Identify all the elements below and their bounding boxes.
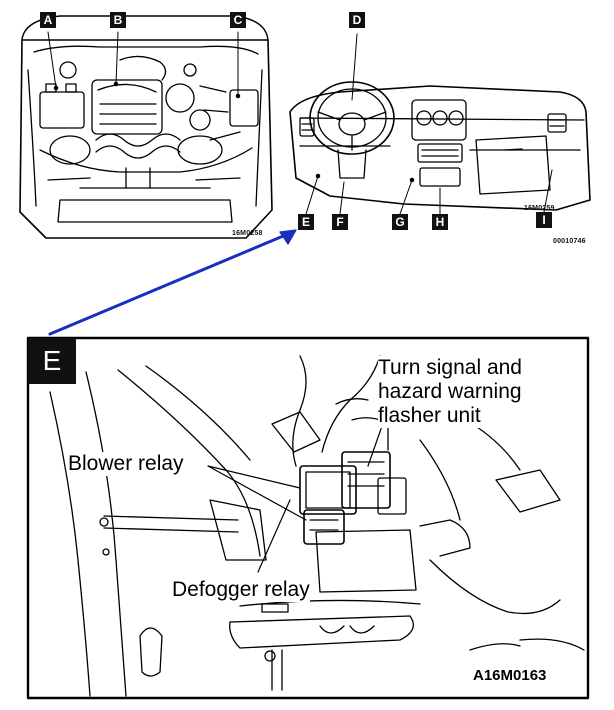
overview-figure-code: 00010746 bbox=[553, 238, 586, 245]
location-label-c: C bbox=[230, 12, 246, 28]
detail-label-e: E bbox=[28, 338, 76, 384]
blower-relay-callout: Blower relay bbox=[68, 452, 184, 476]
turn-signal-callout-line1: Turn signal and bbox=[378, 356, 522, 380]
engine-figure-code: 16M0258 bbox=[232, 230, 263, 237]
turn-signal-callout-line3: flasher unit bbox=[378, 404, 481, 428]
relay-detail-drawing bbox=[49, 355, 585, 697]
detail-frame bbox=[26, 336, 590, 700]
dash-figure-code: 16M0259 bbox=[524, 205, 555, 212]
location-label-g: G bbox=[392, 214, 408, 230]
dashboard-drawing bbox=[289, 33, 591, 215]
location-label-e: E bbox=[298, 214, 314, 230]
pointer-arrow bbox=[48, 229, 297, 336]
location-label-b: B bbox=[110, 12, 126, 28]
location-label-a: A bbox=[40, 12, 56, 28]
location-label-f: F bbox=[332, 214, 348, 230]
detail-figure-code: A16M0163 bbox=[470, 667, 550, 684]
location-label-i: I bbox=[536, 212, 552, 228]
location-label-h: H bbox=[432, 214, 448, 230]
engine-bay-drawing bbox=[19, 15, 273, 239]
location-label-d: D bbox=[349, 12, 365, 28]
defogger-relay-callout: Defogger relay bbox=[172, 578, 310, 602]
turn-signal-callout-line2: hazard warning bbox=[378, 380, 522, 404]
